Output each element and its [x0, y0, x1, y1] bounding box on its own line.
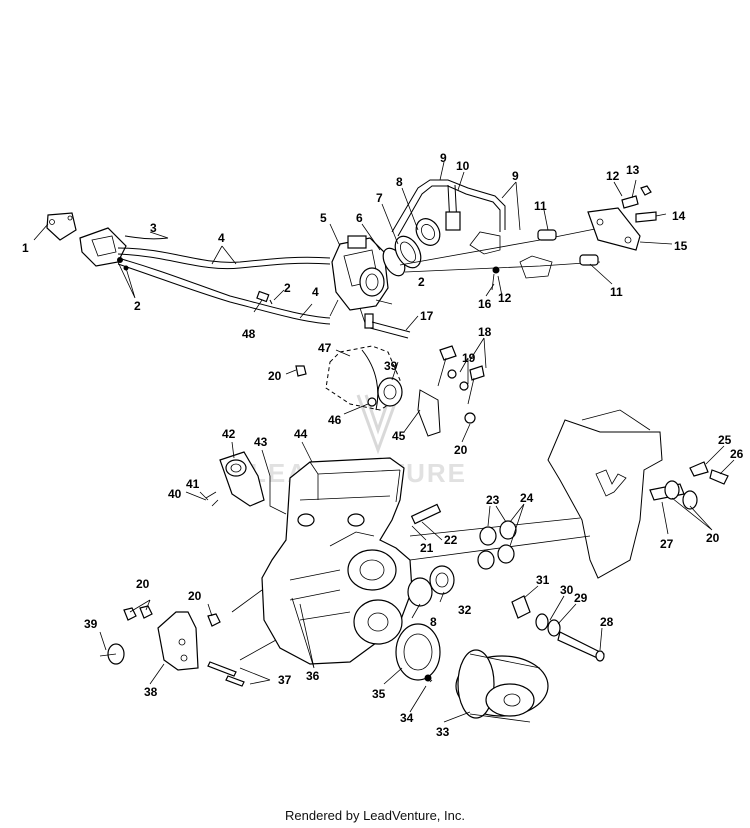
callout-28: 28: [600, 615, 614, 629]
mount-bracket-15: [587, 207, 641, 251]
clutch-stack: [511, 595, 605, 662]
fuel-hoses: [117, 235, 331, 325]
callout-38: 38: [144, 685, 158, 699]
callout-27: 27: [660, 537, 674, 551]
callout-23: 23: [486, 493, 500, 507]
fuel-pump: [79, 227, 129, 271]
callout-42: 42: [222, 427, 236, 441]
callout-12b: 12: [498, 291, 512, 305]
callout-20c: 20: [136, 577, 150, 591]
callout-36: 36: [306, 669, 320, 683]
callouts: 1 2 2 2 3 4 4 5 6 7 8 9 9 10 11 11 12 12…: [22, 151, 744, 739]
bolts-12-14: [491, 185, 657, 291]
callout-35: 35: [372, 687, 386, 701]
callout-22: 22: [444, 533, 458, 547]
stator-plate-35: [395, 623, 441, 683]
callout-12a: 12: [606, 169, 620, 183]
intake-boots: [382, 218, 441, 277]
callout-40: 40: [168, 487, 182, 501]
callout-20a: 20: [268, 369, 282, 383]
callout-19: 19: [462, 351, 476, 365]
callout-47: 47: [318, 341, 332, 355]
callout-39b: 39: [84, 617, 98, 631]
callout-26: 26: [730, 447, 744, 461]
drive-clutch-33: [455, 649, 549, 723]
callout-46: 46: [328, 413, 342, 427]
callout-9a: 9: [440, 151, 447, 165]
callout-32: 32: [458, 603, 472, 617]
callout-48: 48: [242, 327, 256, 341]
callout-6: 6: [356, 211, 363, 225]
callout-34: 34: [400, 711, 414, 725]
callout-10: 10: [456, 159, 470, 173]
callout-2a: 2: [134, 299, 141, 313]
callout-39a: 39: [384, 359, 398, 373]
callout-37: 37: [278, 673, 292, 687]
callout-7: 7: [376, 191, 383, 205]
callout-29: 29: [574, 591, 588, 605]
callout-25: 25: [718, 433, 732, 447]
callout-16: 16: [478, 297, 492, 311]
callout-11b: 11: [610, 285, 623, 299]
callout-45: 45: [392, 429, 406, 443]
callout-20b: 20: [454, 443, 468, 457]
callout-41: 41: [186, 477, 200, 491]
callout-21: 21: [420, 541, 434, 555]
callout-4a: 4: [218, 231, 225, 245]
callout-14: 14: [672, 209, 686, 223]
top-plate-1: [46, 212, 77, 241]
callout-17: 17: [420, 309, 434, 323]
engine: [231, 457, 413, 665]
carburetor: [329, 235, 393, 329]
callout-15: 15: [674, 239, 688, 253]
callout-5: 5: [320, 211, 327, 225]
air-intake-42: [205, 451, 265, 507]
callout-24: 24: [520, 491, 534, 505]
callout-33: 33: [436, 725, 450, 739]
frame-plate: [547, 409, 663, 579]
ground-strap-17: [369, 321, 411, 339]
callout-4b: 4: [312, 285, 319, 299]
callout-3: 3: [150, 221, 157, 235]
callout-30: 30: [560, 583, 574, 597]
nuts-20-46: [295, 365, 377, 407]
oil-filter-area: [407, 503, 455, 607]
lower-bracket-38: [99, 605, 221, 671]
callout-2b: 2: [284, 281, 291, 295]
throttle-cables: [399, 227, 601, 279]
callout-9b: 9: [512, 169, 519, 183]
callout-44: 44: [294, 427, 308, 441]
callout-8b: 8: [430, 615, 437, 629]
callout-43: 43: [254, 435, 268, 449]
callout-31: 31: [536, 573, 550, 587]
leader-lines: [33, 161, 735, 723]
callout-13: 13: [626, 163, 640, 177]
breather-hoses: [391, 179, 506, 237]
footer-credit: Rendered by LeadVenture, Inc.: [285, 808, 465, 823]
rear-mounts-25-27: [649, 461, 729, 510]
mount-bolts-18-19: [417, 345, 485, 437]
callout-20e: 20: [706, 531, 720, 545]
callout-20d: 20: [188, 589, 202, 603]
bolts-37: [207, 661, 245, 687]
callout-1: 1: [22, 241, 29, 255]
callout-2c: 2: [418, 275, 425, 289]
callout-8a: 8: [396, 175, 403, 189]
engine-mounts-23-24: [409, 517, 591, 570]
callout-11a: 11: [534, 199, 547, 213]
mount-bracket-47: [325, 345, 403, 411]
callout-18: 18: [478, 325, 492, 339]
